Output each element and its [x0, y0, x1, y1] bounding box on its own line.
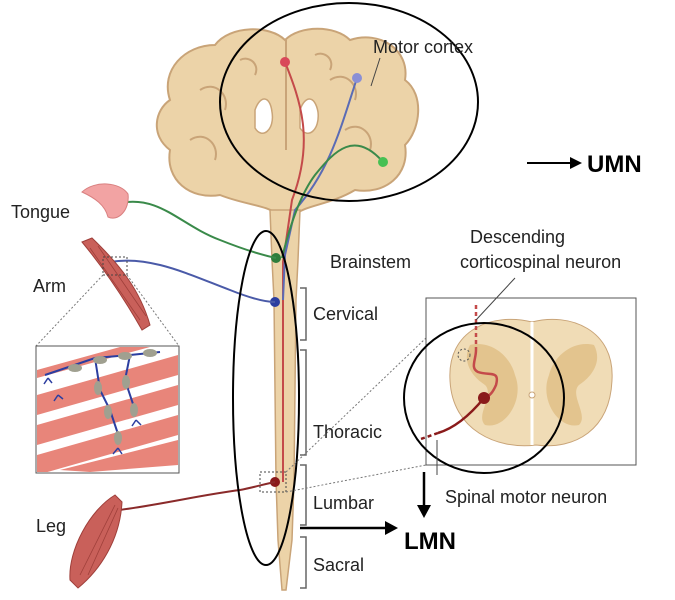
thoracic-bracket	[300, 350, 306, 455]
umn-arrow	[527, 157, 582, 169]
red-upper-neuron	[280, 57, 290, 67]
leg-nerve	[112, 482, 275, 511]
green-upper-neuron	[378, 157, 388, 167]
brainstem-label: Brainstem	[330, 252, 411, 272]
leg-muscle	[70, 495, 122, 588]
spinal-cross-section-inset	[418, 298, 636, 465]
sacral-bracket	[300, 537, 306, 588]
lmn-down-arrow	[417, 472, 431, 518]
descending-label-line2: corticospinal neuron	[460, 252, 621, 272]
leg-label: Leg	[36, 516, 66, 536]
sacral-label: Sacral	[313, 555, 364, 575]
motor-cortex-label: Motor cortex	[373, 37, 473, 57]
lumbar-label: Lumbar	[313, 493, 374, 513]
arm-label: Arm	[33, 276, 66, 296]
thoracic-label: Thoracic	[313, 422, 382, 442]
lmn-label: LMN	[404, 528, 456, 555]
cervical-bracket	[300, 288, 306, 340]
cervical-label: Cervical	[313, 304, 378, 324]
blue-upper-neuron	[352, 73, 362, 83]
arm-inset	[36, 346, 179, 475]
tongue-label: Tongue	[11, 202, 70, 222]
lmn-arrow	[300, 521, 398, 535]
tongue-illustration	[82, 184, 128, 218]
umn-label: UMN	[587, 151, 642, 178]
descending-label-line1: Descending	[470, 227, 565, 247]
tongue-nerve	[120, 202, 276, 258]
lumbar-bracket	[300, 465, 306, 525]
spinal-motor-neuron-label: Spinal motor neuron	[445, 487, 607, 507]
arm-muscle	[82, 238, 150, 330]
